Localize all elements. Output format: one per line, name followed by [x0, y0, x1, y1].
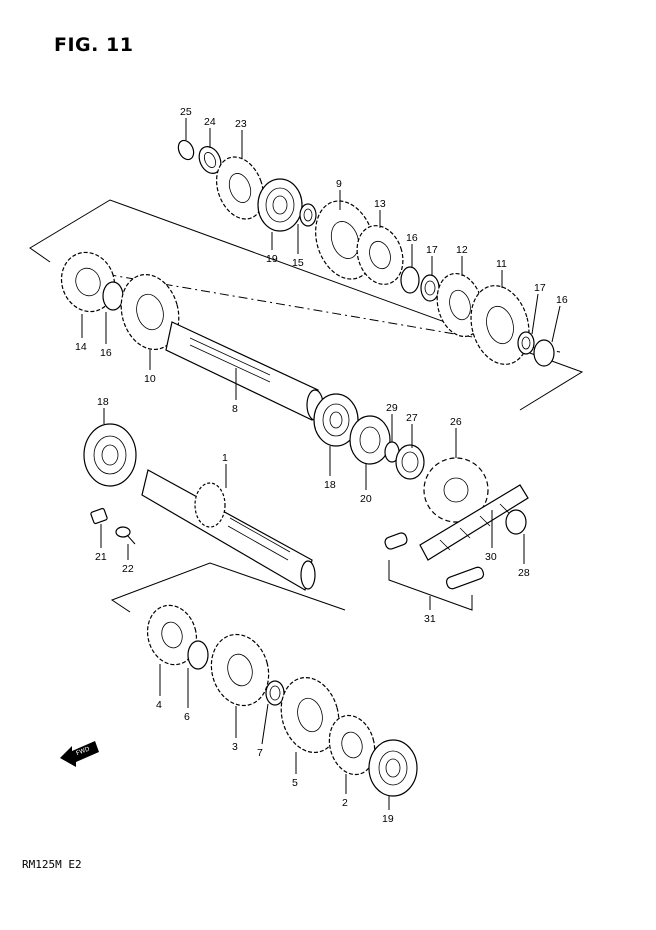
- callout-14: 14: [75, 341, 87, 353]
- washer-24: [198, 146, 222, 174]
- callout-18-lower: 18: [97, 396, 109, 408]
- callout-23: 23: [235, 118, 247, 130]
- callout-31: 31: [424, 613, 436, 625]
- callout-11: 11: [496, 258, 507, 270]
- callout-5: 5: [292, 777, 298, 789]
- callout-10: 10: [144, 373, 156, 385]
- gear-5: [280, 676, 340, 754]
- callout-16-a: 16: [406, 232, 418, 244]
- drive-chain-30: [419, 484, 529, 561]
- gear-11: [470, 285, 530, 365]
- callout-3: 3: [232, 741, 238, 753]
- gear-3: [210, 633, 270, 707]
- circlip-6: [187, 640, 209, 670]
- oil-seal-20: [349, 415, 391, 465]
- callout-22: 22: [122, 563, 134, 575]
- engine-sprocket-26: [423, 457, 489, 523]
- callout-6: 6: [184, 711, 190, 723]
- bearing-19-lower: [368, 739, 418, 797]
- gear-10: [120, 273, 180, 351]
- model-code: RM125M E2: [22, 858, 82, 871]
- plate-21: [90, 507, 108, 525]
- upper-group-bracket: [29, 199, 584, 411]
- callout-20: 20: [360, 493, 372, 505]
- gear-2: [328, 714, 376, 776]
- callout-19-upper: 19: [266, 253, 278, 265]
- callout-30: 30: [485, 551, 497, 563]
- callout-16-b: 16: [556, 294, 568, 306]
- callout-29: 29: [386, 402, 398, 414]
- callout-4: 4: [156, 699, 162, 711]
- countershaft-8: [165, 321, 324, 421]
- callout-26: 26: [450, 416, 462, 428]
- screw-22: [115, 526, 136, 545]
- gear-23: [216, 156, 264, 220]
- circlip-16-a: [400, 266, 420, 294]
- bearing-19-upper: [257, 178, 303, 232]
- gear-13: [356, 225, 404, 285]
- callout-25: 25: [180, 106, 192, 118]
- callout-labels: 25 24 23 19 15 9 13 16 17 12 11 17 16 14…: [75, 106, 568, 825]
- chain-clip-28: [505, 509, 527, 535]
- callout-8: 8: [232, 403, 238, 415]
- callout-9: 9: [336, 178, 342, 190]
- fwd-arrow-icon: FWD: [60, 741, 99, 767]
- driveshaft-1: [141, 469, 316, 591]
- callout-13: 13: [374, 198, 386, 210]
- callout-17-b: 17: [534, 282, 546, 294]
- washer-17-a: [420, 274, 440, 302]
- gear-4: [146, 604, 198, 666]
- washer-15: [299, 203, 317, 227]
- gear-14: [60, 251, 116, 313]
- circlip-16-c: [102, 281, 124, 311]
- callout-17-a: 17: [426, 244, 438, 256]
- callout-18-upper: 18: [324, 479, 336, 491]
- chain-joint-31: [384, 532, 485, 611]
- callout-15: 15: [292, 257, 304, 269]
- callout-1: 1: [222, 452, 228, 464]
- callout-24: 24: [204, 116, 216, 128]
- callout-27: 27: [406, 412, 418, 424]
- bearing-18-lower: [83, 423, 137, 487]
- circlip-16-b: [533, 339, 555, 367]
- callout-12: 12: [456, 244, 468, 256]
- fwd-label: FWD: [75, 745, 91, 757]
- callout-7: 7: [257, 747, 263, 759]
- bearing-18-upper: [313, 393, 359, 447]
- callout-2: 2: [342, 797, 348, 809]
- callout-16-c: 16: [100, 347, 112, 359]
- callout-19-lower: 19: [382, 813, 394, 825]
- washer-17-b: [517, 331, 535, 355]
- lower-group-bracket: [110, 562, 346, 613]
- figure-title: FIG. 11: [54, 34, 134, 56]
- spacer-27: [395, 444, 425, 480]
- washer-7: [265, 680, 285, 706]
- callout-28: 28: [518, 567, 530, 579]
- leader-lines: [81, 118, 561, 810]
- callout-21: 21: [95, 551, 107, 563]
- circlip-25: [177, 139, 195, 161]
